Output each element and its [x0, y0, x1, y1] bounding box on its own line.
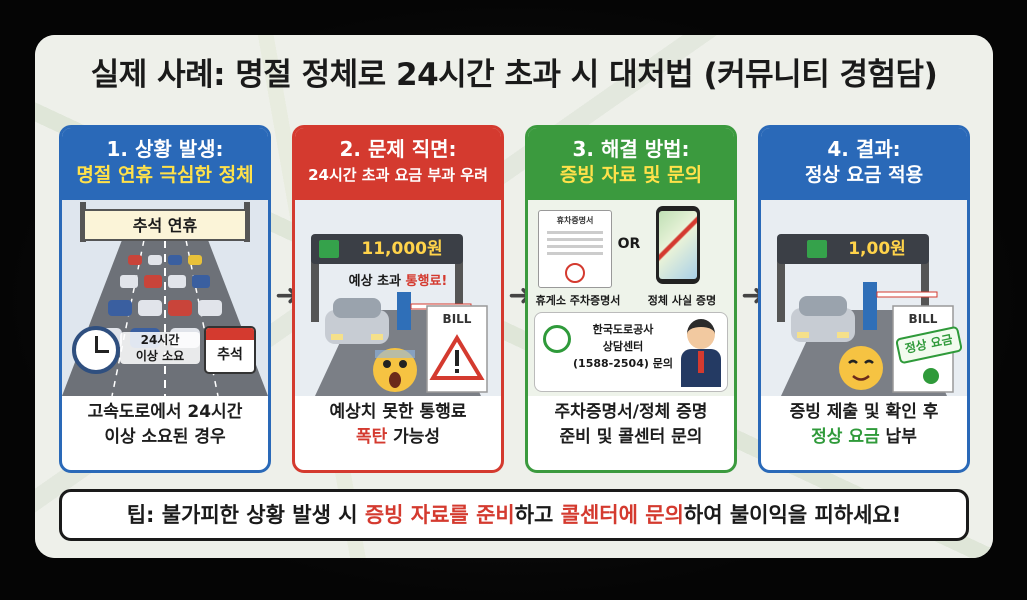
duration-label: 24시간 이상 소요 [120, 332, 200, 364]
agent-avatar-icon [679, 319, 723, 387]
page-title: 실제 사례: 명절 정체로 24시간 초과 시 대처법 (커뮤니티 경험담) [90, 57, 938, 93]
clock-icon [72, 326, 120, 374]
step-panel-situation: 1. 상황 발생: 명절 연휴 극심한 정체 [59, 125, 271, 473]
call-center-box: 한국도로공사 상담센터 (1588-2504) 문의 [534, 312, 728, 392]
step-caption: 증빙 제출 및 확인 후 정상 요금 납부 [789, 402, 939, 447]
step-subtitle: 24시간 초과 요금 부과 우려 [308, 166, 488, 184]
step-header: 2. 문제 직면: 24시간 초과 요금 부과 우려 [295, 128, 501, 200]
phone-call-icon [543, 325, 571, 353]
warning-text: 예상 초과 통행료! [348, 274, 448, 289]
step-number-label: 4. 결과: [827, 137, 901, 161]
step-panel-result: 4. 결과: 정상 요금 적용 [758, 125, 970, 473]
or-label: OR [617, 236, 641, 252]
step-subtitle: 증빙 자료 및 문의 [559, 164, 703, 186]
relieved-face-icon [839, 346, 883, 390]
step-caption: 고속도로에서 24시간 이상 소요된 경우 [87, 402, 243, 447]
phone-caption: 정체 사실 증명 [647, 294, 717, 307]
step-header: 4. 결과: 정상 요금 적용 [761, 128, 967, 200]
step-number-label: 2. 문제 직면: [339, 137, 457, 161]
car-icon [791, 296, 855, 342]
step-caption: 주차증명서/정체 증명 준비 및 콜센터 문의 [554, 402, 708, 447]
step-subtitle: 정상 요금 적용 [804, 164, 924, 186]
step-subtitle: 명절 연휴 극심한 정체 [76, 164, 254, 186]
step-header: 3. 해결 방법: 증빙 자료 및 문의 [528, 128, 734, 200]
shocked-face-icon [373, 348, 417, 392]
document-caption: 휴게소 주차증명서 [535, 294, 621, 307]
toll-gate-result-illustration: 1,00원 BILL 정상 요금 [761, 200, 967, 396]
call-center-text: 한국도로공사 상담센터 (1588-2504) 문의 [573, 323, 673, 370]
solution-illustration: 휴차증명서 OR 휴게소 주차증명서 정체 사실 증명 한국도로공사 상담센터 … [528, 200, 734, 396]
step-number-label: 1. 상황 발생: [106, 137, 224, 161]
warning-icon [429, 334, 485, 380]
toll-amount-display: 1,00원 [848, 239, 906, 259]
bill-label: BILL [908, 312, 938, 326]
document-icon: 휴차증명서 [538, 210, 612, 288]
step-panel-solution: 3. 해결 방법: 증빙 자료 및 문의 휴차증명서 OR 휴게소 주차증명서 … [525, 125, 737, 473]
car-icon [325, 298, 389, 344]
step-number-label: 3. 해결 방법: [572, 137, 690, 161]
toll-amount-display: 11,000원 [361, 239, 443, 259]
traffic-jam-illustration: 추석 연휴 24시간 이상 소요 추석 [62, 200, 268, 396]
infographic-card: 실제 사례: 명절 정체로 24시간 초과 시 대처법 (커뮤니티 경험담) 1… [35, 35, 993, 558]
step-caption: 예상치 못한 통행료 폭탄 가능성 [329, 402, 467, 447]
toll-gate-illustration: 11,000원 예상 초과 통행료! BILL [295, 200, 501, 396]
holiday-banner: 추석 연휴 [132, 216, 198, 235]
phone-map-icon [656, 206, 700, 284]
bill-label: BILL [442, 312, 472, 326]
step-panel-problem: 2. 문제 직면: 24시간 초과 요금 부과 우려 [292, 125, 504, 473]
calendar-icon: 추석 [204, 326, 256, 374]
step-header: 1. 상황 발생: 명절 연휴 극심한 정체 [62, 128, 268, 200]
tip-banner: 팁: 불가피한 상황 발생 시 증빙 자료를 준비하고 콜센터에 문의하여 불이… [59, 489, 969, 541]
